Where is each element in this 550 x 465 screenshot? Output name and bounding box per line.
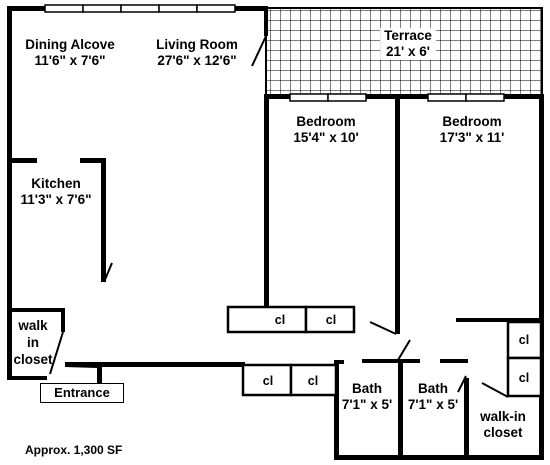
room-name: Dining Alcove [25, 37, 115, 52]
entrance-door [64, 365, 98, 368]
bath2-wall-right [464, 378, 469, 460]
closet-right-door [481, 382, 509, 398]
closet-left-wall-right [61, 308, 65, 332]
kitchen-wall-top-left [7, 158, 37, 163]
room-name: Kitchen [31, 176, 81, 191]
closet-right-a [506, 320, 543, 360]
terrace-door [251, 35, 267, 67]
room-size: 11'6" x 7'6" [34, 53, 106, 68]
kitchen-wall-right [101, 158, 106, 282]
entrance-wall-right [97, 362, 245, 367]
closet-label: cl [274, 313, 286, 327]
entrance-wall-stub [97, 362, 102, 383]
bath2-door [457, 375, 467, 393]
window-bedroom-1a [289, 93, 329, 102]
window-top-3 [120, 4, 160, 13]
closet-text-line: walk-in [480, 409, 526, 424]
bedroom1-door [369, 321, 397, 335]
closet-left-door [49, 331, 64, 375]
room-label-dining-alcove: Dining Alcove 11'6" x 7'6" [25, 37, 115, 69]
room-size: 7'1" x 5' [341, 397, 393, 412]
room-size: 11'3" x 7'6" [20, 192, 92, 207]
closet-right-b [506, 356, 543, 398]
bath-wall-top-right [440, 359, 468, 363]
room-name: Terrace [384, 28, 432, 43]
closet-hall-b [289, 363, 338, 397]
room-name: Bath [417, 381, 448, 396]
room-label-bedroom-2: Bedroom 17'3" x 11' [440, 114, 505, 146]
bath-wall-top-mid [362, 359, 420, 363]
bedroom-divider-wall [395, 94, 400, 334]
room-size: 27'6" x 12'6" [157, 53, 237, 68]
kitchen-door-mark [103, 262, 113, 283]
bedroom2-door [397, 339, 411, 361]
room-label-bedroom-1: Bedroom 15'4" x 10' [293, 114, 358, 146]
wall-right [539, 94, 544, 459]
closet-label: cl [262, 374, 274, 388]
room-label-kitchen: Kitchen 11'3" x 7'6" [20, 176, 91, 208]
bedroom1-wall-left [264, 94, 269, 307]
closet-bedroom1-a [226, 305, 308, 334]
closet-bedroom1-b [304, 305, 356, 334]
closet-text-line: in [27, 335, 39, 350]
kitchen-wall-top-right [80, 158, 106, 163]
area-note: Approx. 1,300 SF [25, 443, 123, 457]
wall-bottom-right [334, 455, 544, 460]
room-label-walk-in-closet-right: walk-in closet [480, 409, 526, 441]
closet-left-wall-top [7, 308, 65, 312]
window-bedroom-2a [427, 93, 467, 102]
wall-terrace-left [264, 6, 268, 36]
closet-text-line: walk [18, 318, 48, 333]
wall-terrace-bottom [264, 94, 544, 99]
room-label-bath-1: Bath 7'1" x 5' [342, 381, 392, 413]
room-name: Bedroom [296, 114, 356, 129]
closet-label: cl [518, 333, 530, 347]
closet-text-line: closet [483, 425, 523, 440]
closet-label: cl [325, 313, 337, 327]
closet-label: cl [518, 371, 530, 385]
room-name: Living Room [156, 37, 238, 52]
closet-left-wall-bottom [7, 376, 47, 380]
room-name: Bath [351, 381, 382, 396]
entrance-label: Entrance [40, 383, 124, 403]
room-size: 15'4" x 10' [293, 130, 359, 145]
closet-text-line: closet [13, 352, 53, 367]
room-label-walk-in-closet-left: walk in closet [13, 317, 52, 368]
room-size: 17'3" x 11' [439, 130, 505, 145]
window-top-5 [196, 4, 236, 13]
bath1-wall-left [334, 360, 339, 460]
bedroom2-wall-bottom [456, 318, 544, 322]
room-name: Bedroom [442, 114, 502, 129]
room-label-bath-2: Bath 7'1" x 5' [408, 381, 458, 413]
window-top-2 [82, 4, 122, 13]
room-label-living-room: Living Room 27'6" x 12'6" [156, 37, 238, 69]
window-top-1 [44, 4, 84, 13]
entrance-wall-left [65, 362, 100, 366]
bath-divider-wall [398, 360, 403, 460]
room-size: 21' x 6' [386, 44, 430, 59]
closet-label: cl [307, 374, 319, 388]
window-top-4 [158, 4, 198, 13]
room-size: 7'1" x 5' [407, 397, 459, 412]
window-bedroom-1b [327, 93, 367, 102]
closet-hall-a [241, 363, 293, 397]
wall-left [7, 6, 12, 378]
window-bedroom-2b [465, 93, 505, 102]
room-label-terrace: Terrace 21' x 6' [380, 28, 436, 60]
